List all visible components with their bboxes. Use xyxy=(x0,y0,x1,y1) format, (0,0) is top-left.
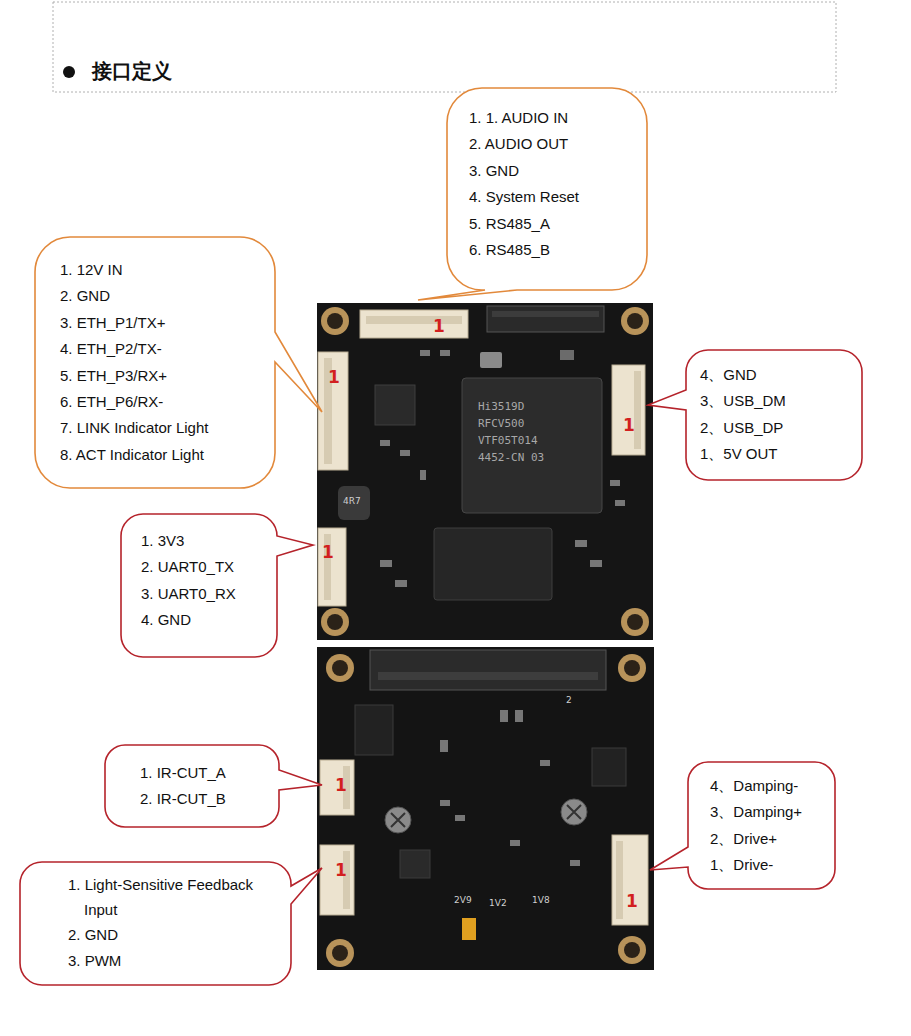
callout-outline xyxy=(105,745,279,827)
pin-label: 3、Damping+ xyxy=(710,799,802,825)
pin-label: 1. 3V3 xyxy=(141,528,184,554)
page-title: 接口定义 xyxy=(92,58,172,85)
header-frame xyxy=(53,2,836,92)
pin-label: 4、GND xyxy=(700,362,757,388)
callout-box: 4、Damping-3、Damping+2、Drive+1、Drive- xyxy=(688,762,835,889)
callout-box: 1. IR-CUT_A2. IR-CUT_B xyxy=(105,745,279,827)
pin-label: 3. GND xyxy=(469,158,519,184)
pin-label: 2、Drive+ xyxy=(710,826,777,852)
silkscreen-text: 1V2 xyxy=(489,898,507,908)
callout-shape xyxy=(105,745,322,827)
pin-label: 1. 1. AUDIO IN xyxy=(469,105,568,131)
callout-shape xyxy=(20,862,322,985)
pin-label: 2、USB_DP xyxy=(700,415,783,441)
callout-box: 1. Light-Sensitive Feedback Input2. GND3… xyxy=(20,862,291,985)
pin-label: 3. UART0_RX xyxy=(141,581,236,607)
pin-label: 1、5V OUT xyxy=(700,441,778,467)
pin-label: 2. AUDIO OUT xyxy=(469,131,568,157)
callout-shape xyxy=(121,514,313,657)
silkscreen-text: 2V9 xyxy=(454,895,472,905)
pin-one-marker: 1 xyxy=(433,316,445,336)
pin-label: 8. ACT Indicator Light xyxy=(60,442,204,468)
callout-box: 1. 1. AUDIO IN2. AUDIO OUT3. GND4. Syste… xyxy=(447,88,647,290)
pin-one-marker: 1 xyxy=(623,415,635,435)
pin-label: 7. LINK Indicator Light xyxy=(60,415,208,441)
bottom-board xyxy=(317,647,654,970)
callout-box: 1. 12V IN2. GND3. ETH_P1/TX+4. ETH_P2/TX… xyxy=(35,237,275,488)
pin-label: 1、Drive- xyxy=(710,852,773,878)
pin-label: 4. System Reset xyxy=(469,184,579,210)
pin-label: 1. 12V IN xyxy=(60,257,123,283)
pin-label: 6. RS485_B xyxy=(469,237,550,263)
pin-label: 2. GND xyxy=(68,922,118,948)
pin-label: 4. ETH_P2/TX- xyxy=(60,336,162,362)
pin-label: 1. Light-Sensitive Feedback Input xyxy=(68,872,274,922)
pin-label: 5. RS485_A xyxy=(469,211,550,237)
chip-marking: Hi3519D xyxy=(478,400,524,413)
callout-shape xyxy=(418,88,647,300)
pin-label: 4. GND xyxy=(141,607,191,633)
pin-label: 2. UART0_TX xyxy=(141,554,234,580)
pin-one-marker: 1 xyxy=(335,775,347,795)
pin-label: 1. IR-CUT_A xyxy=(140,760,226,786)
callout-box: 4、GND3、USB_DM2、USB_DP1、5V OUT xyxy=(686,350,862,480)
pin-label: 3、USB_DM xyxy=(700,388,786,414)
bullet-dot xyxy=(63,66,75,78)
pin-label: 2. IR-CUT_B xyxy=(140,786,226,812)
pin-one-marker: 1 xyxy=(322,542,334,562)
pin-label: 3. PWM xyxy=(68,948,121,974)
pin-one-marker: 1 xyxy=(335,860,347,880)
callout-shape xyxy=(648,350,862,480)
pin-label: 4、Damping- xyxy=(710,773,798,799)
callout-shape xyxy=(35,237,322,488)
callout-box: 1. 3V32. UART0_TX3. UART0_RX4. GND xyxy=(121,514,277,657)
pin-one-marker: 1 xyxy=(626,891,638,911)
pin-label: 3. ETH_P1/TX+ xyxy=(60,310,165,336)
pin-label: 2. GND xyxy=(60,283,110,309)
silkscreen-text: 2 xyxy=(566,695,572,705)
top-board xyxy=(317,303,653,640)
chip-marking: RFCV500 xyxy=(478,417,524,430)
silkscreen-text: 4R7 xyxy=(343,496,361,506)
chip-marking: 4452-CN 03 xyxy=(478,451,544,464)
pin-one-marker: 1 xyxy=(328,367,340,387)
pin-label: 6. ETH_P6/RX- xyxy=(60,389,163,415)
chip-marking: VTF05T014 xyxy=(478,434,538,447)
callout-shape xyxy=(650,762,835,889)
silkscreen-text: 1V8 xyxy=(532,895,550,905)
pin-label: 5. ETH_P3/RX+ xyxy=(60,363,167,389)
